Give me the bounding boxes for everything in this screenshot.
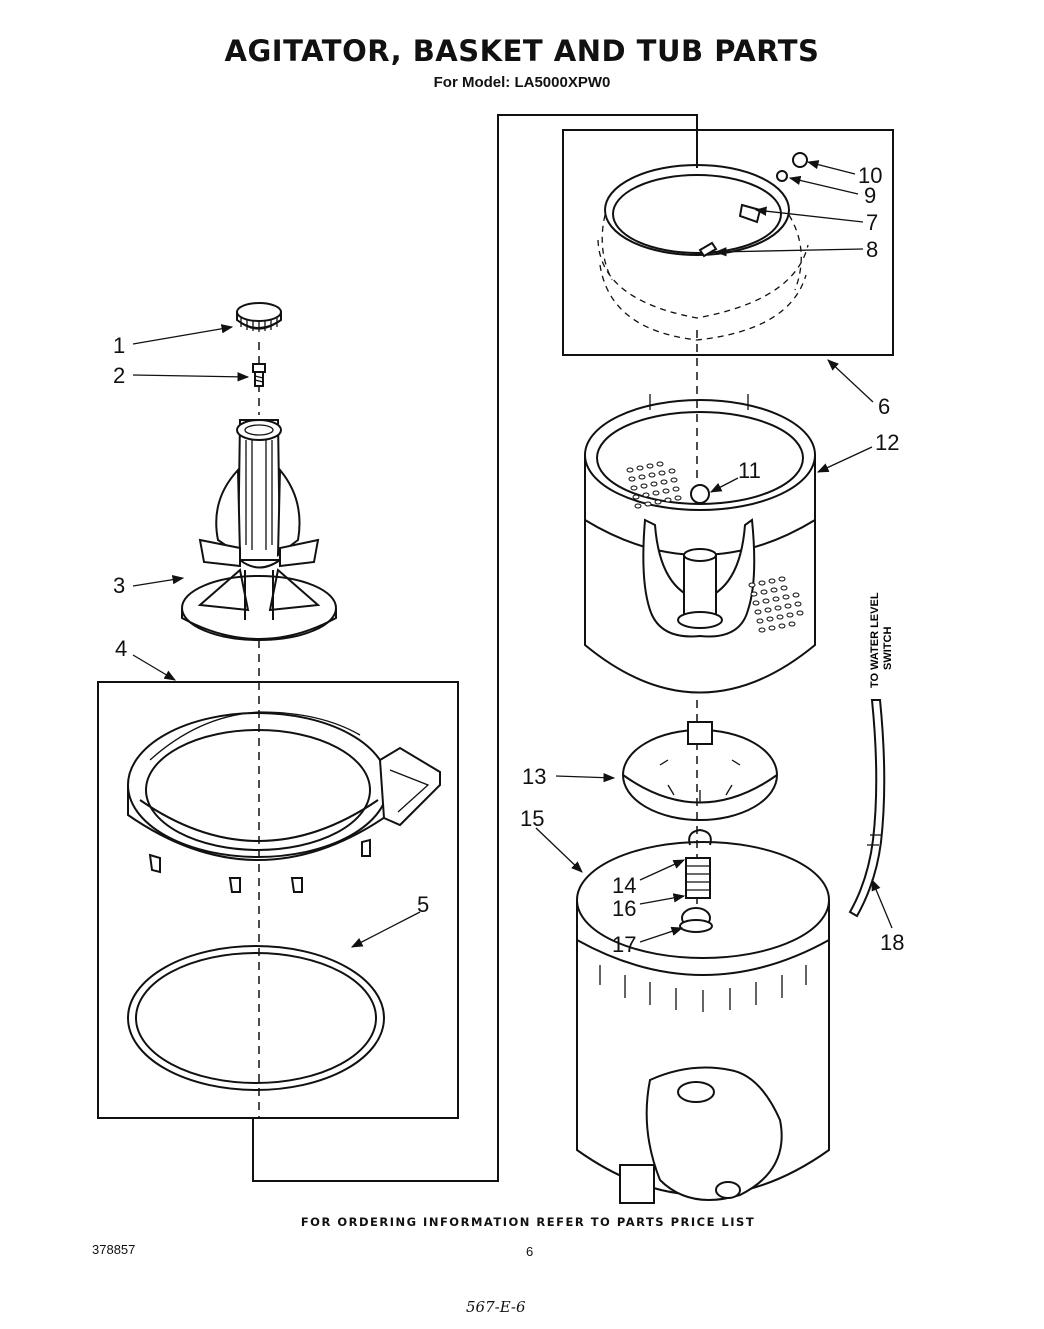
perforation-hole (784, 603, 792, 609)
perforation-hole (632, 494, 640, 500)
assembly-connector-lines (252, 114, 698, 1182)
spin-tube-fasteners (679, 828, 713, 933)
perforation-hole (792, 592, 800, 598)
perforation-hole (654, 499, 662, 505)
ordering-note: FOR ORDERING INFORMATION REFER TO PARTS … (300, 1215, 756, 1229)
callout-3: 3 (113, 573, 125, 598)
callout-18: 18 (880, 930, 904, 955)
perforation-hole (764, 607, 772, 613)
perforation-hole (774, 605, 782, 611)
perforation-hole (756, 618, 764, 624)
callout-8: 8 (866, 237, 878, 262)
perforation-hole (772, 596, 780, 602)
perforation-hole (778, 576, 786, 582)
agitator-bolt-part (252, 363, 266, 387)
callout-12: 12 (875, 430, 899, 455)
perforation-hole (648, 472, 656, 478)
svg-text:TO WATER LEVEL: TO WATER LEVEL (869, 592, 881, 688)
perforation-hole (636, 465, 644, 471)
basket-drive-plate-part (622, 721, 778, 821)
gasket-part (127, 945, 385, 1091)
tub-ring-assembly (597, 152, 809, 341)
perforation-hole (658, 470, 666, 476)
perforation-hole (796, 610, 804, 616)
callout-11: 11 (738, 458, 761, 483)
agitator-cap-part (236, 302, 282, 332)
basket-part (584, 394, 816, 694)
outer-tub-part (576, 841, 830, 1204)
perforation-hole (758, 580, 766, 586)
perforation-hole (642, 492, 650, 498)
perforation-hole (754, 609, 762, 615)
callout-6: 6 (878, 394, 890, 419)
callout-17: 17 (612, 932, 636, 957)
callout-9: 9 (864, 183, 876, 208)
perforation-hole (626, 467, 634, 473)
perforation-hole (656, 461, 664, 467)
perforation-hole (782, 594, 790, 600)
callout-15: 15 (520, 806, 544, 831)
perforation-hole (660, 479, 668, 485)
perforation-hole (634, 503, 642, 509)
perforation-hole (780, 585, 788, 591)
perforation-hole (778, 623, 786, 629)
page-title: AGITATOR, BASKET AND TUB PARTS (224, 34, 820, 68)
callout-numbers: 1 2 3 4 5 6 7 8 9 10 11 12 13 14 15 16 1… (113, 163, 904, 957)
perforation-hole (770, 587, 778, 593)
basket-perforations (626, 461, 804, 633)
perforation-hole (766, 616, 774, 622)
perforation-hole (752, 600, 760, 606)
callout-1: 1 (113, 333, 125, 358)
perforation-hole (768, 625, 776, 631)
perforation-hole (750, 591, 758, 597)
perforation-hole (762, 598, 770, 604)
agitator-part (181, 419, 337, 641)
perforation-hole (644, 501, 652, 507)
perforation-hole (768, 578, 776, 584)
callout-2: 2 (113, 363, 125, 388)
perforation-hole (776, 614, 784, 620)
page-number: 6 (526, 1244, 534, 1259)
perforation-hole (628, 476, 636, 482)
perforation-hole (674, 495, 682, 501)
part-4-group-frame (97, 681, 459, 1119)
svg-text:SWITCH: SWITCH (882, 627, 894, 670)
perforation-hole (786, 612, 794, 618)
callout-4: 4 (115, 636, 127, 661)
perforation-hole (650, 481, 658, 487)
perforation-hole (672, 486, 680, 492)
perforation-hole (638, 474, 646, 480)
model-subtitle: For Model: LA5000XPW0 (433, 74, 611, 91)
handwritten-note: 567-E-6 (466, 1298, 526, 1316)
perforation-hole (788, 621, 796, 627)
perforation-hole (646, 463, 654, 469)
perforation-hole (748, 582, 756, 588)
callout-16: 16 (612, 896, 636, 921)
perforation-hole (664, 497, 672, 503)
water-level-hose-part (848, 699, 886, 918)
callout-14: 14 (612, 873, 636, 898)
perforation-hole (794, 601, 802, 607)
perforation-hole (630, 485, 638, 491)
perforation-hole (758, 627, 766, 633)
perforation-hole (668, 468, 676, 474)
callout-10: 10 (858, 163, 882, 188)
tub-ring-part (127, 711, 441, 893)
callout-7: 7 (866, 210, 878, 235)
perforation-hole (640, 483, 648, 489)
perforation-hole (670, 477, 678, 483)
leader-arrows (132, 160, 893, 948)
document-number: 378857 (92, 1242, 136, 1257)
perforation-hole (760, 589, 768, 595)
perforation-hole (652, 490, 660, 496)
part-6-group-frame (562, 129, 894, 356)
callout-5: 5 (417, 892, 429, 917)
perforation-hole (662, 488, 670, 494)
callout-13: 13 (522, 764, 546, 789)
hose-label: TO WATER LEVEL SWITCH (869, 592, 894, 688)
